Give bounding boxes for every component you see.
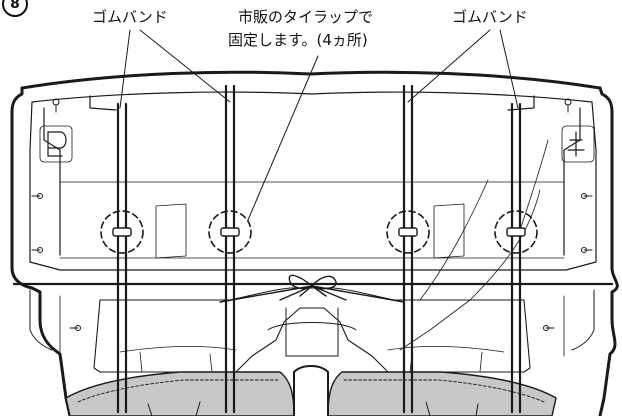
tied-cord xyxy=(219,274,405,303)
tie-wrap-markers xyxy=(100,210,538,254)
tie-wrap-instruction-line2: 固定します。(4ヵ所) xyxy=(228,31,368,49)
bag-top-edge xyxy=(20,70,602,90)
step-number-badge: 8 xyxy=(2,0,28,17)
rubber-band-label-right: ゴムバンド xyxy=(452,8,528,26)
rubber-band-label-left: ゴムバンド xyxy=(92,8,168,26)
seat-cushion-outline xyxy=(93,287,531,373)
bottom-padding-left xyxy=(65,371,295,416)
bottom-padding-right xyxy=(327,371,557,416)
leader-lines xyxy=(119,29,519,221)
rubber-bands xyxy=(116,84,522,414)
tie-wrap-instruction-line1: 市販のタイラップで xyxy=(238,8,374,26)
seat-back-panel xyxy=(29,91,597,271)
